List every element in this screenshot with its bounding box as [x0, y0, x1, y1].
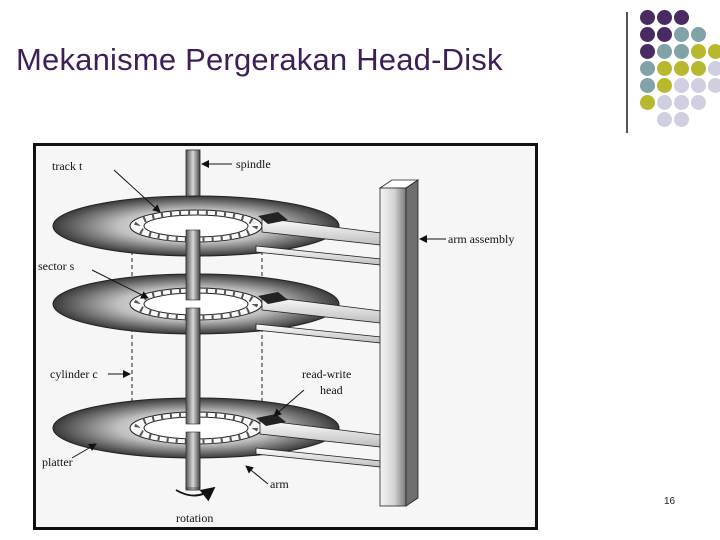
- dot: [691, 61, 706, 76]
- label-track: track t: [52, 159, 83, 173]
- dot: [657, 61, 672, 76]
- title-divider: [626, 12, 628, 133]
- dot: [708, 44, 720, 59]
- dot: [691, 27, 706, 42]
- dot: [674, 78, 689, 93]
- platter-middle: [52, 273, 340, 335]
- dot: [640, 61, 655, 76]
- label-cylinder: cylinder c: [50, 367, 98, 381]
- dot: [674, 112, 689, 127]
- disk-mechanism-figure: track t spindle arm assembly sector s cy…: [33, 143, 538, 530]
- dot: [691, 78, 706, 93]
- dot: [640, 44, 655, 59]
- spindle-segment: [185, 307, 201, 425]
- rotation-arrow: [175, 486, 216, 502]
- dot: [674, 10, 689, 25]
- leader-track: [113, 169, 161, 213]
- slide-title: Mekanisme Pergerakan Head-Disk: [16, 42, 503, 77]
- decorative-dot-grid: [636, 6, 720, 134]
- label-spindle: spindle: [236, 157, 271, 171]
- label-arm: arm: [270, 477, 289, 491]
- platter-bottom: [52, 397, 340, 459]
- leader-read-write-head: [273, 389, 305, 417]
- dot: [691, 44, 706, 59]
- dot: [640, 10, 655, 25]
- dot: [657, 112, 672, 127]
- arm-bottom: [255, 414, 382, 468]
- dot: [708, 61, 720, 76]
- label-rotation: rotation: [176, 511, 213, 525]
- dot: [674, 27, 689, 42]
- spindle-segment: [185, 431, 201, 489]
- dot: [657, 95, 672, 110]
- arm-assembly-post: [378, 179, 420, 507]
- dot: [674, 61, 689, 76]
- label-arm-assembly: arm assembly: [448, 232, 514, 246]
- leader-arm: [245, 465, 269, 485]
- spindle-segment: [185, 229, 201, 301]
- dot: [708, 78, 720, 93]
- dot: [691, 95, 706, 110]
- label-platter: platter: [42, 455, 73, 469]
- label-read-write: read-write: [302, 367, 351, 381]
- leader-sector: [91, 269, 149, 299]
- page-number: 16: [664, 496, 676, 507]
- dot: [657, 44, 672, 59]
- dot: [640, 95, 655, 110]
- arm-top: [255, 212, 382, 266]
- label-sector: sector s: [38, 259, 75, 273]
- label-head: head: [320, 383, 343, 397]
- dot: [657, 78, 672, 93]
- dot: [657, 10, 672, 25]
- disk-mechanism-diagram: track t spindle arm assembly sector s cy…: [38, 149, 514, 525]
- dot: [657, 27, 672, 42]
- dot: [640, 27, 655, 42]
- dot: [674, 95, 689, 110]
- arm-middle: [255, 292, 382, 344]
- platter-top: [52, 195, 340, 257]
- leader-platter: [71, 443, 97, 459]
- dot: [674, 44, 689, 59]
- dot: [640, 78, 655, 93]
